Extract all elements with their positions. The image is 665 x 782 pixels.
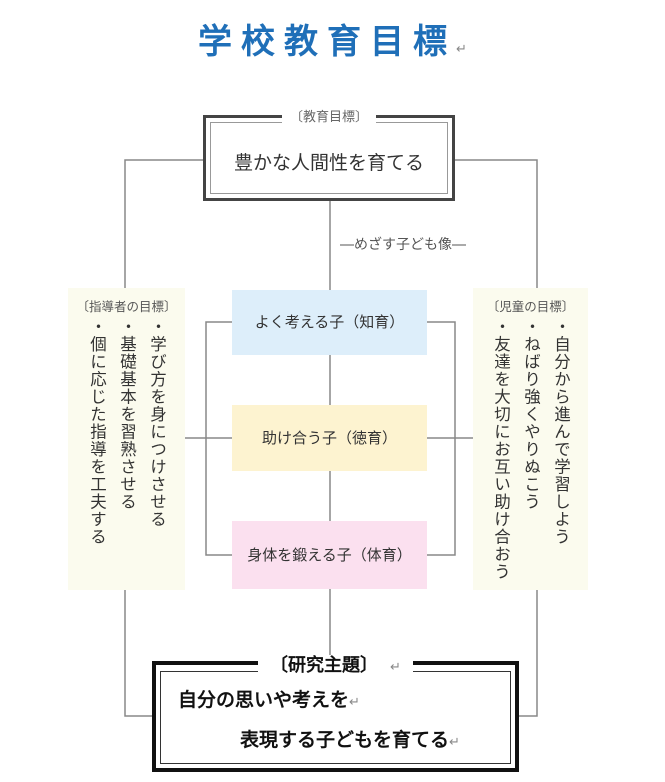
- teacher-goal-item: ・基礎基本を習熟させる: [117, 318, 137, 511]
- teacher-goal-item: ・個に応じた指導を工夫する: [87, 318, 107, 546]
- ideal-child-intellect: よく考える子（知育）: [232, 290, 427, 355]
- education-goal-label: 〔教育目標〕: [281, 110, 376, 125]
- student-goals-panel: 〔児童の目標〕 ・自分から進んで学習しよう ・ねばり強くやりぬこう ・友達を大切…: [473, 288, 588, 590]
- ideal-child-label: ―めざす子ども像―: [340, 234, 466, 254]
- teacher-goals-label: 〔指導者の目標〕: [76, 299, 177, 314]
- page-title: 学校教育目標↵: [198, 22, 467, 62]
- research-theme-line1: 自分の思いや考えを: [178, 689, 350, 711]
- student-goal-item: ・ねばり強くやりぬこう: [521, 318, 541, 511]
- education-goal-text: 豊かな人間性を育てる: [233, 152, 424, 174]
- teacher-goal-item: ・学び方を身につけさせる: [147, 318, 167, 528]
- ideal-child-physical: 身体を鍛える子（体育）: [232, 521, 427, 589]
- ideal-child-moral: 助け合う子（徳育）: [232, 405, 427, 471]
- student-goals-label: 〔児童の目標〕: [486, 299, 575, 314]
- research-theme-label: 〔研究主題〕: [264, 655, 385, 676]
- education-goal-box: 〔教育目標〕 豊かな人間性を育てる: [203, 110, 455, 201]
- research-theme-box: 〔研究主題〕↵ 自分の思いや考えを↵ 表現する子どもを育てる↵: [152, 655, 519, 772]
- student-goal-item: ・友達を大切にお互い助け合おう: [491, 318, 511, 581]
- student-goal-item: ・自分から進んで学習しよう: [551, 318, 571, 546]
- research-theme-line2: 表現する子どもを育てる: [240, 729, 450, 751]
- teacher-goals-panel: 〔指導者の目標〕 ・学び方を身につけさせる ・基礎基本を習熟させる ・個に応じた…: [68, 288, 185, 590]
